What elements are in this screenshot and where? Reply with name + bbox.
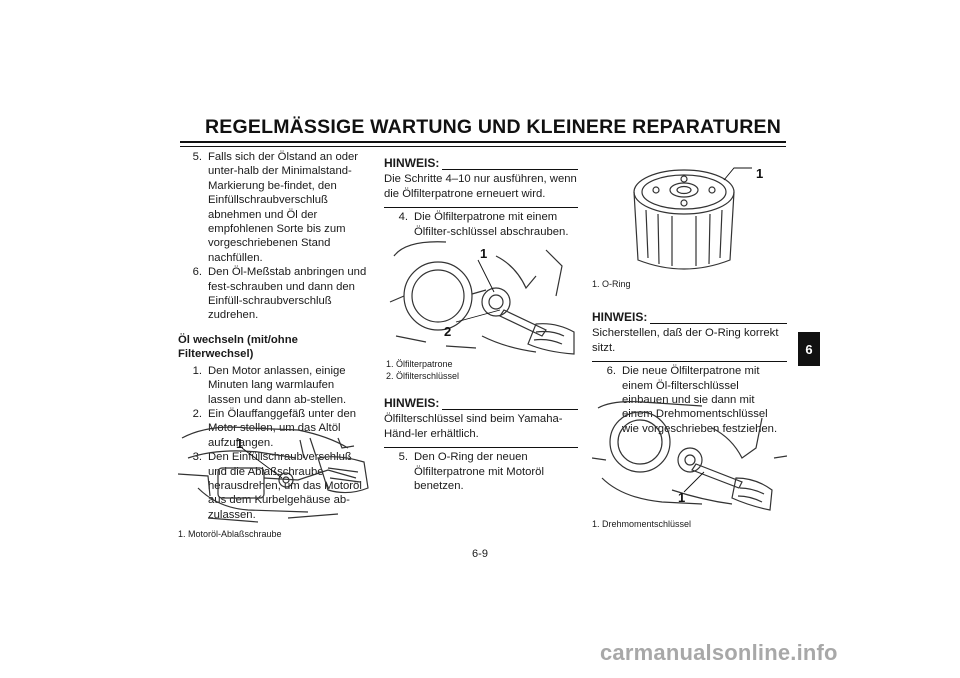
figure-caption: 1. O-Ring — [592, 279, 631, 289]
step-6: 6. Den Öl-Meßstab anbringen und fest-sch… — [178, 265, 368, 323]
note-end-rule — [384, 447, 578, 449]
page-title: REGELMÄSSIGE WARTUNG UND KLEINERE REPARA… — [205, 116, 781, 138]
figure-oil-filter-removal: 1 2 1. Ölfilterpatrone 2. Ölfilterschlüs… — [386, 236, 578, 382]
torque-wrench-illustration: 1 — [592, 401, 787, 511]
figure-caption-2: 2. Ölfilterschlüssel — [386, 371, 460, 381]
watermark: carmanualsonline.info — [600, 640, 838, 665]
drain-bolt-illustration: 1 — [178, 426, 369, 523]
step-text: Den Öl-Meßstab anbringen und fest-schrau… — [208, 266, 367, 322]
note-text: Sicherstellen, daß der O-Ring korrekt si… — [592, 327, 779, 354]
page-number: 6-9 — [472, 548, 488, 560]
figure-caption: 1. Motoröl-Ablaßschraube — [178, 529, 282, 539]
note-heading: HINWEIS: — [592, 310, 787, 325]
step-text: Den O-Ring der neuen Ölfilterpatrone mit… — [414, 451, 544, 493]
note-end-rule — [592, 361, 787, 363]
step-number: 6. — [606, 365, 616, 378]
step-4: 4. Die Ölfilterpatrone mit einem Ölfilte… — [384, 210, 578, 239]
callout-number-1: 1 — [480, 246, 487, 261]
step-number: 1. — [192, 364, 202, 377]
step-5-lower: 5. Den O-Ring der neuen Ölfilterpatrone … — [384, 450, 578, 493]
step-2: 2. Ein Ölauffanggefäß unter den Motor st… — [178, 407, 368, 450]
column-left: 5. Falls sich der Ölstand an oder unter-… — [178, 150, 368, 522]
header-rule-thin — [180, 146, 786, 147]
column-right: HINWEIS: Sicherstellen, daß der O-Ring k… — [592, 310, 787, 436]
step-number: 5. — [398, 451, 408, 464]
step-number: 4. — [398, 211, 408, 224]
figure-caption-1: 1. Ölfilterpatrone — [386, 359, 453, 369]
note-rule — [442, 161, 578, 171]
oil-filter-cartridge-illustration: 1 — [633, 166, 763, 270]
note-heading: HINWEIS: — [384, 156, 578, 171]
figure-caption: 1. Drehmomentschlüssel — [592, 519, 692, 529]
step-6-right: 6. Die neue Ölfilterpatrone mit einem Öl… — [592, 364, 787, 436]
chapter-tab: 6 — [798, 332, 820, 366]
figure-drain-bolt: 1 1. Motoröl-Ablaßschraube — [178, 418, 374, 540]
column-middle: HINWEIS: Die Schritte 4–10 nur ausführen… — [384, 156, 578, 239]
note-rule — [442, 401, 578, 411]
figure-torque-wrench: 1 1. Drehmomentschlüssel — [592, 398, 787, 530]
step-text: Die neue Ölfilterpatrone mit einem Öl-fi… — [622, 365, 778, 435]
step-1: 1. Den Motor anlassen, einige Minuten la… — [178, 364, 368, 407]
step-text: Ein Ölauffanggefäß unter den Motor stell… — [208, 407, 357, 449]
note-text: Die Schritte 4–10 nur ausführen, wenn di… — [384, 173, 577, 200]
oil-filter-wrench-illustration: 1 2 — [389, 241, 575, 355]
callout-number: 1 — [236, 436, 243, 451]
note-end-rule — [384, 207, 578, 209]
note-rule — [650, 315, 787, 325]
note-heading: HINWEIS: — [384, 396, 578, 411]
figure-o-ring: 1 1. O-Ring — [592, 160, 787, 290]
header-rule — [180, 141, 786, 143]
note-label: HINWEIS: — [592, 310, 648, 324]
note-text: Ölfilterschlüssel sind beim Yamaha-Händ-… — [384, 413, 563, 440]
step-number: 3. — [192, 451, 202, 464]
step-text: Falls sich der Ölstand an oder unter-hal… — [208, 151, 359, 264]
callout-number: 1 — [678, 490, 685, 505]
note-label: HINWEIS: — [384, 156, 440, 170]
step-number: 5. — [192, 151, 202, 163]
callout-number: 1 — [756, 166, 763, 181]
note-label: HINWEIS: — [384, 396, 440, 410]
section-heading: Öl wechseln (mit/ohne Filterwechsel) — [178, 333, 298, 361]
step-5: 5. Falls sich der Ölstand an oder unter-… — [178, 150, 368, 265]
column-middle-lower: HINWEIS: Ölfilterschlüssel sind beim Yam… — [384, 396, 578, 493]
step-number: 6. — [192, 266, 202, 279]
step-number: 2. — [192, 407, 202, 420]
step-text: Die Ölfilterpatrone mit einem Ölfilter-s… — [414, 211, 569, 238]
callout-number-2: 2 — [444, 324, 451, 339]
step-text: Den Motor anlassen, einige Minuten lang … — [208, 364, 347, 406]
